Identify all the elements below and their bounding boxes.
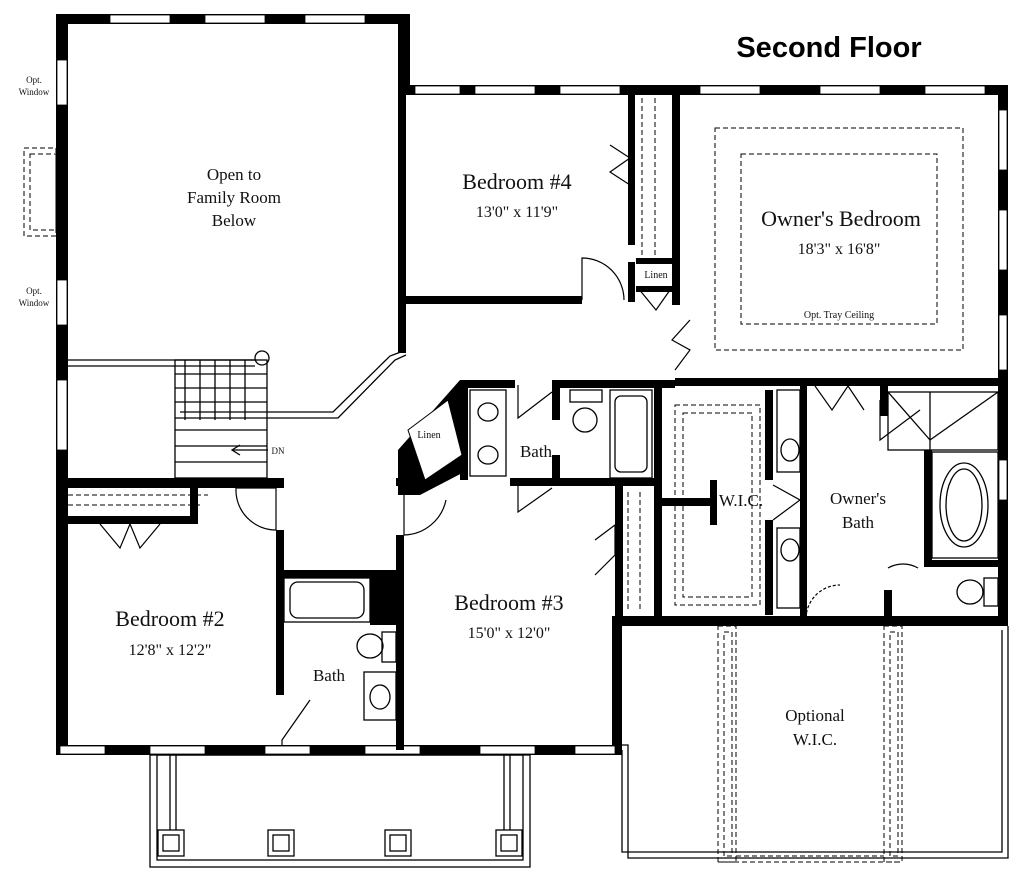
opt-window-top-line2: Window xyxy=(19,87,50,97)
open-to-below-line1: Open to xyxy=(207,165,261,184)
open-to-below-line3: Below xyxy=(212,211,257,230)
linen-lower-label: Linen xyxy=(417,430,440,441)
bedroom2-size: 12'8" x 12'2" xyxy=(129,642,212,659)
windows xyxy=(56,14,1008,755)
optional-wic-line2: W.I.C. xyxy=(793,730,837,749)
bay-window xyxy=(23,147,57,237)
opt-window-bottom-line2: Window xyxy=(19,298,50,308)
open-to-below-line2: Family Room xyxy=(187,188,281,207)
stair-dn-label: DN xyxy=(272,446,285,456)
wic-label: W.I.C. xyxy=(719,491,763,510)
owners-bedroom-size: 18'3" x 16'8" xyxy=(798,241,881,258)
doors xyxy=(99,144,921,745)
owners-bedroom-name: Owner's Bedroom xyxy=(761,206,921,231)
bath-fixtures xyxy=(283,389,999,721)
optional-wic-line1: Optional xyxy=(785,706,845,725)
owners-bath-line1: Owner's xyxy=(830,489,886,508)
tray-ceiling-inner xyxy=(740,153,938,325)
opt-window-top-line1: Opt. xyxy=(26,75,42,85)
opt-window-bottom-line1: Opt. xyxy=(26,286,42,296)
center-bath-label: Bath xyxy=(520,442,553,461)
bedroom3-name: Bedroom #3 xyxy=(454,590,563,615)
optional-wic-outline xyxy=(717,625,903,863)
linen-upper-label: Linen xyxy=(644,270,667,281)
tray-ceiling-outer xyxy=(714,127,964,351)
room-labels: Open to Family Room Below Bedroom #4 13'… xyxy=(19,75,921,749)
closet-shelves xyxy=(68,98,761,612)
tray-ceiling-note: Opt. Tray Ceiling xyxy=(804,310,874,321)
plan-title: Second Floor xyxy=(736,32,921,64)
stairs xyxy=(68,349,407,479)
owners-bath-line2: Bath xyxy=(842,513,875,532)
bedroom4-name: Bedroom #4 xyxy=(462,169,571,194)
bedroom2-name: Bedroom #2 xyxy=(115,606,224,631)
porch xyxy=(149,754,531,868)
bedroom3-size: 15'0" x 12'0" xyxy=(468,625,551,642)
bedroom4-size: 13'0" x 11'9" xyxy=(476,204,558,221)
lower-bath-label: Bath xyxy=(313,666,346,685)
